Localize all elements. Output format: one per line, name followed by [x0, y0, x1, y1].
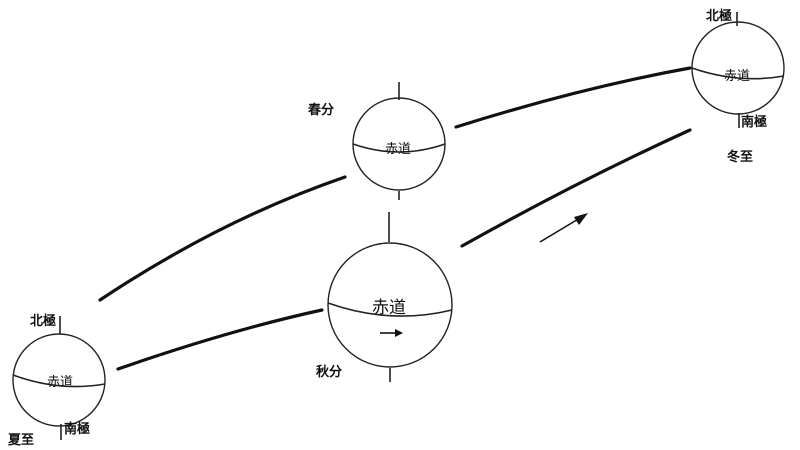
globe-circle — [691, 21, 785, 115]
globe-circle — [12, 333, 106, 427]
orbit-segment-summer-to-autumn — [116, 308, 324, 371]
globe-equator — [352, 143, 446, 153]
orbit-segment-summer-to-spring — [98, 175, 347, 302]
globe-summer-solstice: 北極 赤道 南極 夏至 — [7, 313, 106, 448]
label-north-pole-winter: 北極 — [706, 8, 732, 24]
orbit-segment-autumn-to-winter — [460, 128, 692, 248]
globe-equator — [327, 302, 453, 317]
globe-autumn-equinox: 赤道 秋分 — [316, 212, 453, 382]
globe-spring-equinox: 春分 赤道 — [307, 82, 446, 200]
label-south-pole-summer: 南極 — [64, 421, 90, 437]
label-winter-solstice: 冬至 — [727, 149, 753, 165]
label-south-pole-winter: 南極 — [741, 114, 767, 130]
globe-equator — [12, 374, 106, 388]
label-equator-summer: 赤道 — [47, 375, 73, 390]
label-equator-winter: 赤道 — [724, 69, 750, 84]
label-summer-solstice: 夏至 — [7, 433, 34, 448]
globe-winter-solstice: 北極 赤道 南極 冬至 — [691, 8, 785, 165]
globe-circle — [327, 242, 453, 368]
orbit-segment-spring-to-winter — [454, 66, 692, 129]
label-equator-spring: 赤道 — [385, 142, 411, 157]
label-autumn-equinox: 秋分 — [316, 364, 342, 380]
label-equator-autumn: 赤道 — [372, 298, 406, 318]
globe-equator — [691, 67, 785, 80]
orbit-direction-arrow — [539, 213, 588, 243]
rotation-arrow — [380, 329, 403, 337]
label-spring-equinox: 春分 — [307, 102, 334, 118]
label-north-pole-summer: 北極 — [30, 313, 56, 329]
